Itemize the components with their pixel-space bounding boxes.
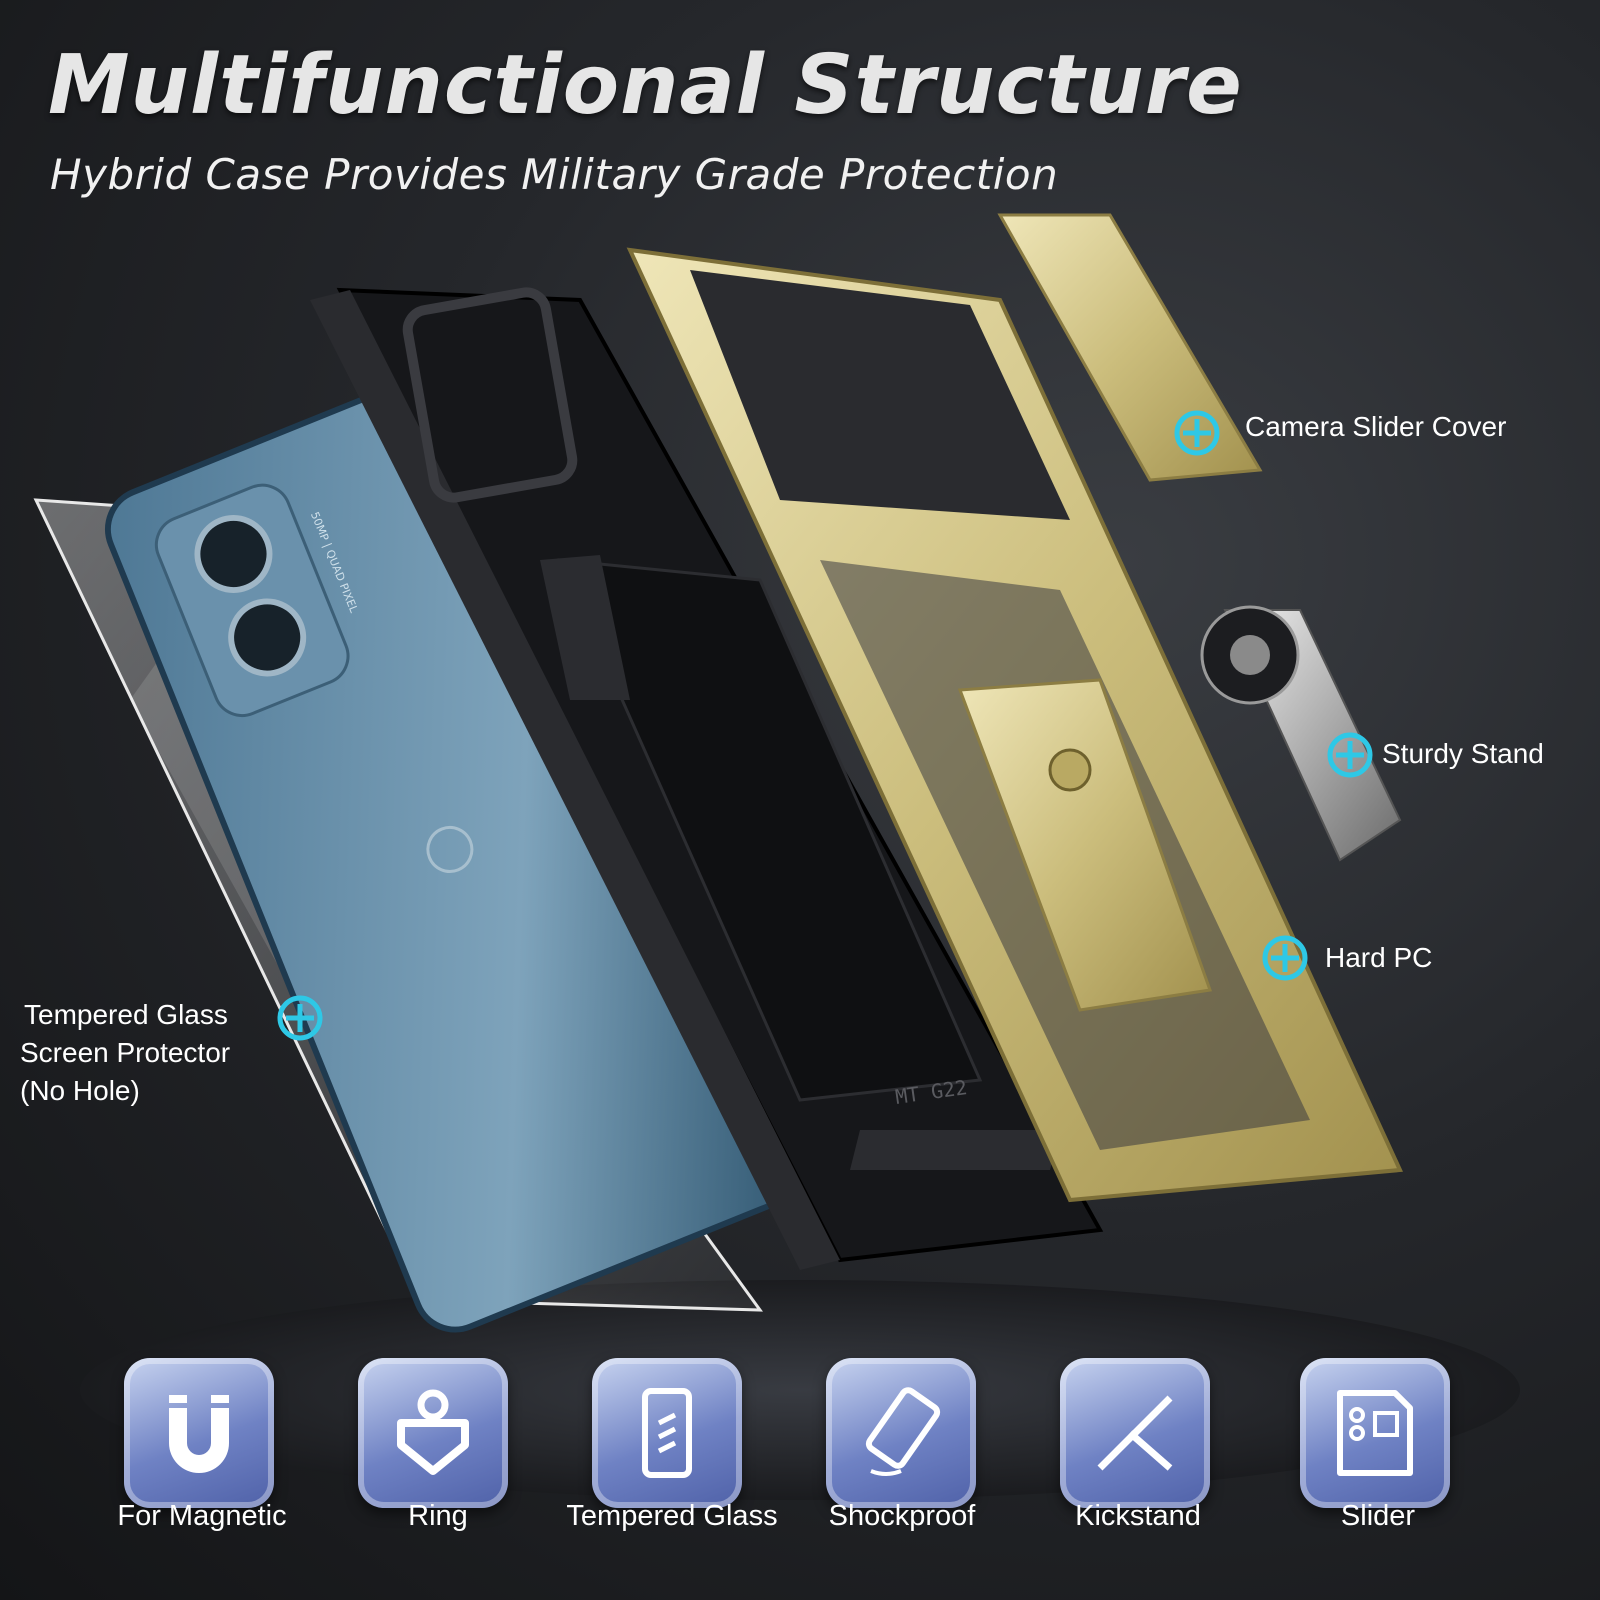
plus-marker-hard-pc (1262, 935, 1308, 981)
feature-tile-tempered-glass (592, 1358, 742, 1508)
feature-label-shockproof: Shockproof (828, 1500, 976, 1532)
plus-marker-glass (277, 995, 323, 1041)
page-title: Multifunctional Structure (48, 38, 1243, 133)
magnet-icon (169, 1395, 229, 1473)
feature-label-slider: Slider (1340, 1500, 1416, 1532)
feature-label-kickstand: Kickstand (1075, 1500, 1201, 1532)
callout-tempered-line3: (No Hole) (20, 1075, 140, 1106)
tempered-glass-icon (642, 1388, 692, 1478)
callout-sturdy-stand: Sturdy Stand (1382, 738, 1544, 769)
feature-tile-magnetic (124, 1358, 274, 1508)
page-subtitle: Hybrid Case Provides Military Grade Prot… (50, 150, 1059, 199)
plus-marker-stand (1327, 732, 1373, 778)
callout-camera-slider: Camera Slider Cover (1245, 411, 1507, 442)
ring-icon (397, 1389, 469, 1475)
callout-tempered-line2: Screen Protector (20, 1037, 231, 1068)
kickstand-icon (1097, 1395, 1173, 1471)
callout-tempered-line1: Tempered Glass (24, 999, 228, 1030)
feature-tile-ring (358, 1358, 508, 1508)
callout-tempered-glass: Tempered Glass Screen Protector (No Hole… (20, 996, 230, 1110)
gold-pc-shell (626, 247, 1403, 1203)
feature-tile-kickstand (1060, 1358, 1210, 1508)
feature-tile-slider (1300, 1358, 1450, 1508)
plus-marker-camera (1174, 410, 1220, 456)
shockproof-icon (865, 1387, 941, 1476)
feature-label-tempered-glass: Tempered Glass (566, 1500, 778, 1532)
feature-tile-shockproof (826, 1358, 976, 1508)
ring-stand (1200, 605, 1402, 862)
phone-body (104, 366, 795, 1333)
feature-label-ring: Ring (408, 1500, 468, 1532)
slider-icon (1337, 1390, 1413, 1476)
black-tpu-case (310, 287, 1104, 1270)
callout-hard-pc: Hard PC (1325, 942, 1433, 973)
feature-label-magnetic: For Magnetic (117, 1500, 287, 1532)
